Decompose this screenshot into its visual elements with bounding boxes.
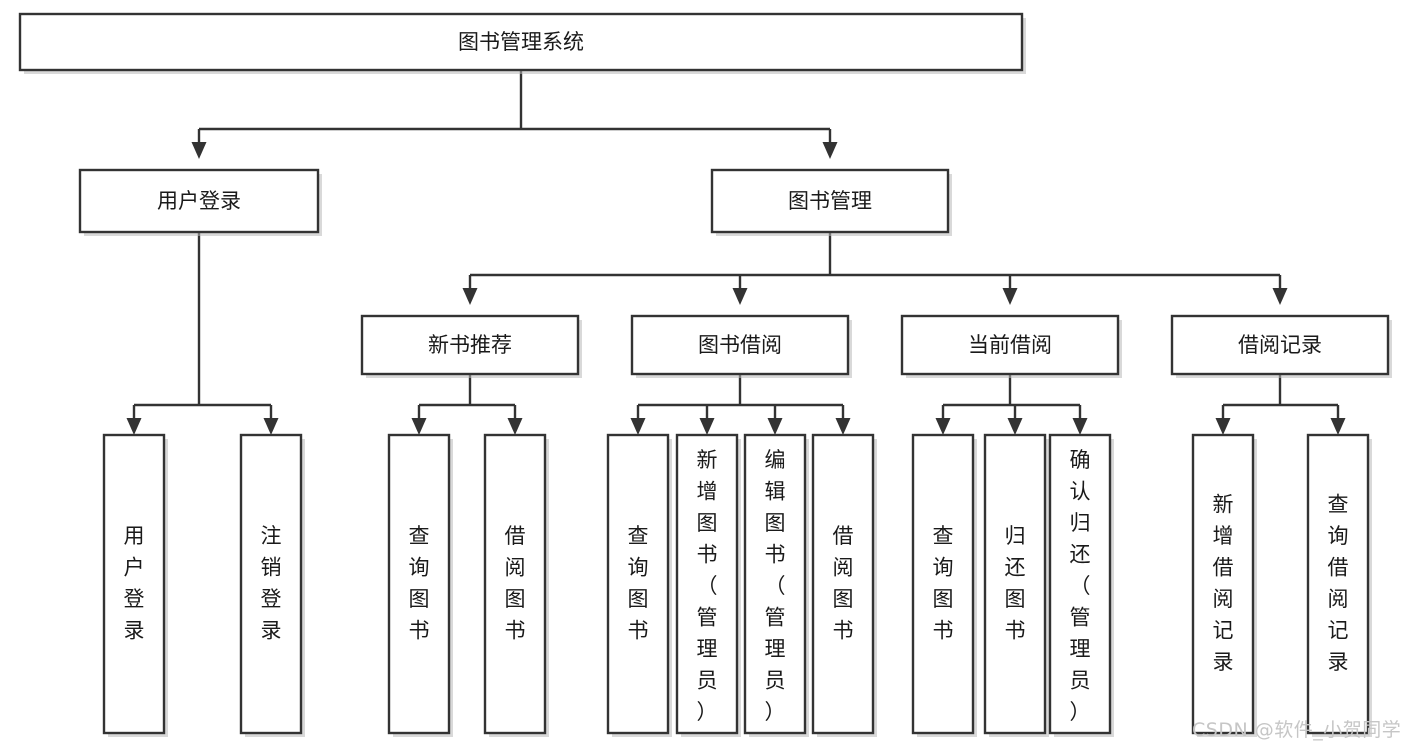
leaf-leaf-confirm-return[interactable]: 确认归还（管理员） <box>1048 433 1114 737</box>
box-outline <box>18 12 1024 72</box>
node-current-borrow[interactable]: 当前借阅 <box>900 314 1122 378</box>
leaf-label: 归还图书 <box>1005 524 1026 643</box>
node-user-login[interactable]: 用户登录 <box>78 168 322 236</box>
box-outline <box>1048 433 1112 735</box>
csdn-watermark: CSDN @软件_小贺同学 <box>1192 719 1401 741</box>
leaf-leaf-query-book-3[interactable]: 查询图书 <box>911 433 977 737</box>
leaf-label: 用户登录 <box>124 524 145 643</box>
leaf-leaf-query-book-2[interactable]: 查询图书 <box>606 433 672 737</box>
node-label: 用户登录 <box>157 189 241 213</box>
node-label: 借阅记录 <box>1238 333 1322 357</box>
connector-current-borrow-to-leaves <box>935 374 1088 435</box>
leaf-label: 注销登录 <box>261 524 282 643</box>
connector-layer <box>126 70 1346 435</box>
leaf-label: 新增图书（管理员） <box>697 448 718 724</box>
leaf-leaf-logout-login[interactable]: 注销登录 <box>239 433 305 737</box>
leaf-label: 新增借阅记录 <box>1213 493 1234 675</box>
connector-new-book-recommend-to-leaves <box>411 374 523 435</box>
leaf-leaf-query-record[interactable]: 查询借阅记录 <box>1306 433 1372 737</box>
connector-user-login-to-leaves <box>126 232 279 435</box>
leaf-leaf-query-book-1[interactable]: 查询图书 <box>387 433 453 737</box>
leaf-leaf-add-record[interactable]: 新增借阅记录 <box>1191 433 1257 737</box>
box-outline <box>606 433 670 735</box>
node-label: 当前借阅 <box>968 333 1052 357</box>
leaf-leaf-borrow-book-2[interactable]: 借阅图书 <box>811 433 877 737</box>
leaf-leaf-borrow-book-1[interactable]: 借阅图书 <box>483 433 549 737</box>
box-outline <box>983 433 1047 735</box>
leaf-leaf-add-book[interactable]: 新增图书（管理员） <box>675 433 741 737</box>
leaf-label: 借阅图书 <box>833 524 854 643</box>
box-outline <box>630 314 850 376</box>
box-outline <box>1170 314 1390 376</box>
box-outline <box>1306 433 1370 735</box>
box-outline <box>1191 433 1255 735</box>
leaf-label: 查询图书 <box>409 524 430 643</box>
node-label: 图书借阅 <box>698 333 782 357</box>
leaf-label: 编辑图书（管理员） <box>765 448 786 724</box>
connector-borrow-record-to-leaves <box>1215 374 1346 435</box>
node-label: 新书推荐 <box>428 333 512 357</box>
node-book-borrow[interactable]: 图书借阅 <box>630 314 852 378</box>
box-outline <box>483 433 547 735</box>
leaf-leaf-edit-book[interactable]: 编辑图书（管理员） <box>743 433 809 737</box>
node-book-manage[interactable]: 图书管理 <box>710 168 952 236</box>
leaf-label: 查询图书 <box>628 524 649 643</box>
connector-book-borrow-to-leaves <box>630 374 851 435</box>
box-outline <box>360 314 580 376</box>
node-root-system[interactable]: 图书管理系统 <box>18 12 1026 74</box>
box-outline <box>710 168 950 234</box>
box-outline <box>387 433 451 735</box>
node-label: 图书管理 <box>788 189 872 213</box>
leaf-label: 查询图书 <box>933 524 954 643</box>
box-outline <box>78 168 320 234</box>
box-outline <box>900 314 1120 376</box>
leaf-leaf-user-login[interactable]: 用户登录 <box>102 433 168 737</box>
leaf-leaf-return-book[interactable]: 归还图书 <box>983 433 1049 737</box>
connector-root-to-level2 <box>191 70 838 159</box>
leaf-label: 借阅图书 <box>505 524 526 643</box>
leaf-label: 查询借阅记录 <box>1328 493 1349 675</box>
box-outline <box>743 433 807 735</box>
node-label: 图书管理系统 <box>458 30 584 54</box>
box-outline <box>911 433 975 735</box>
box-outline <box>675 433 739 735</box>
box-outline <box>102 433 166 735</box>
connector-book-manage-to-level3 <box>462 232 1288 305</box>
node-new-book-recommend[interactable]: 新书推荐 <box>360 314 582 378</box>
node-borrow-record[interactable]: 借阅记录 <box>1170 314 1392 378</box>
box-outline <box>239 433 303 735</box>
box-outline <box>811 433 875 735</box>
leaf-label: 确认归还（管理员） <box>1070 448 1091 724</box>
node-layer: 图书管理系统用户登录图书管理新书推荐图书借阅当前借阅借阅记录用户登录注销登录查询… <box>18 12 1392 737</box>
